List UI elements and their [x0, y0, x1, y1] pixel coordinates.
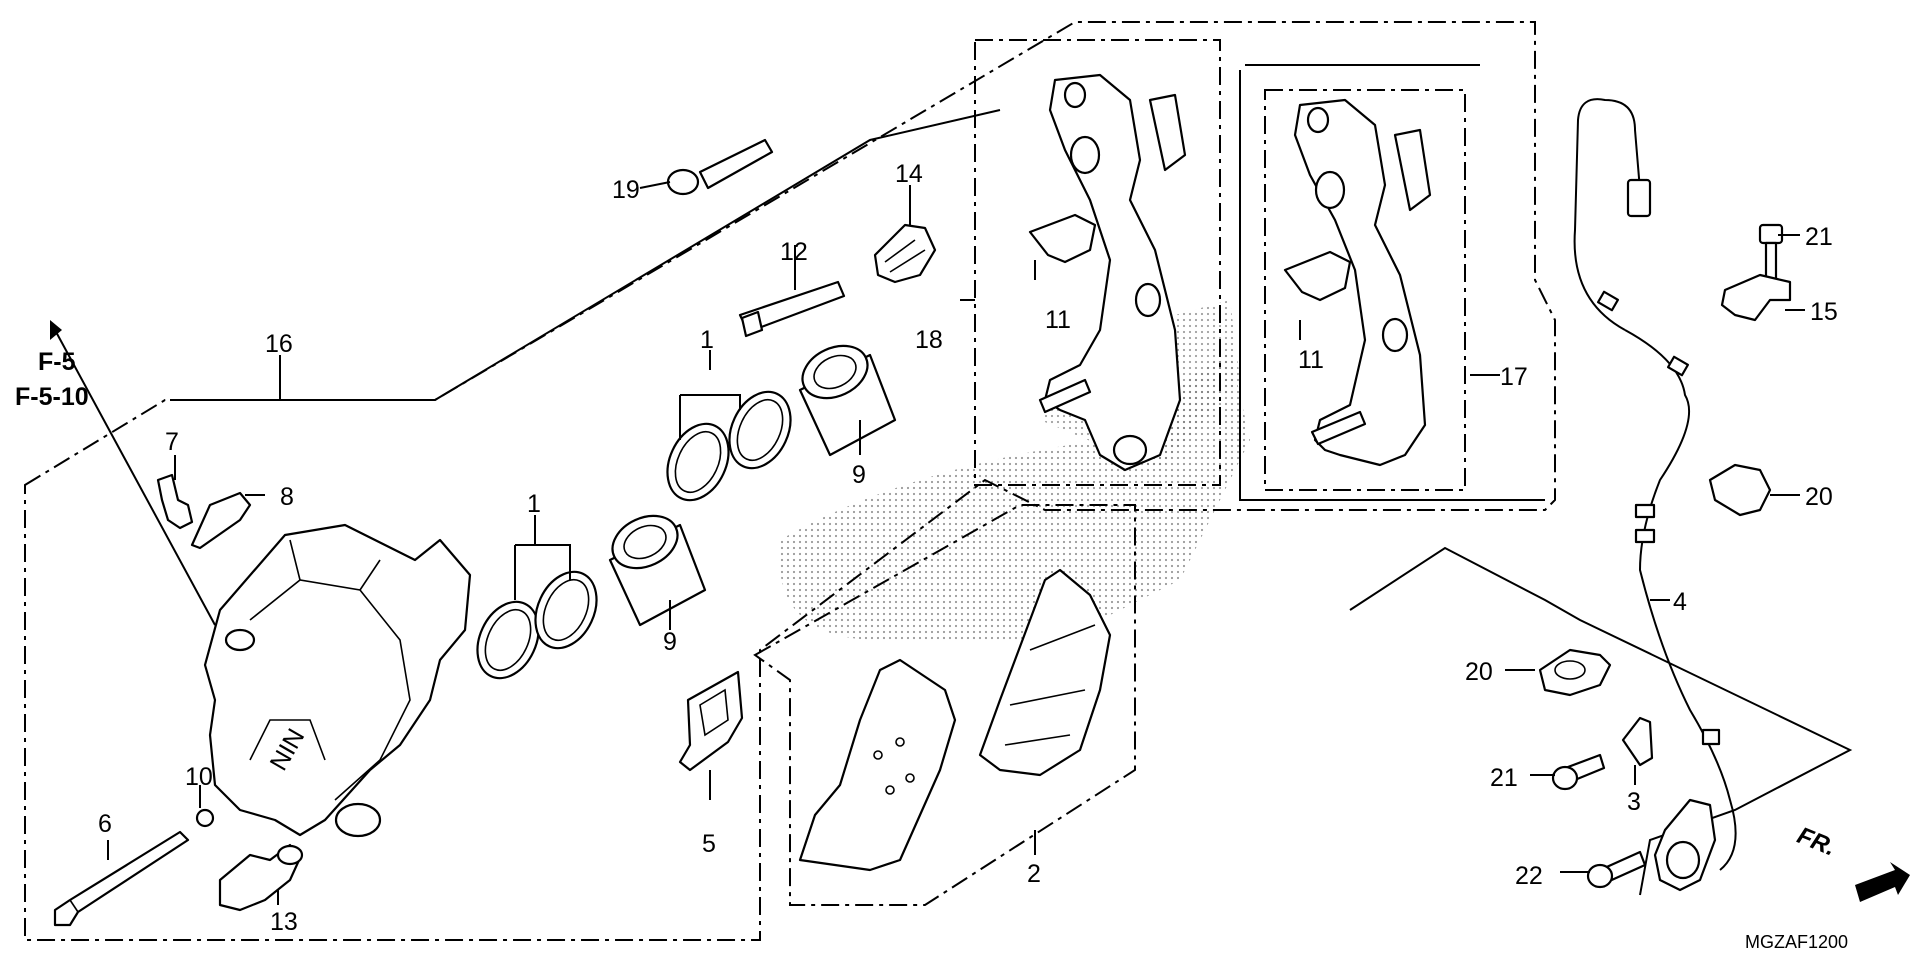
washer — [195, 808, 215, 828]
callout-8: 8 — [280, 483, 294, 511]
reference-label-2: F-5-10 — [15, 383, 89, 411]
pad-retainer — [678, 670, 744, 772]
callout-9-upper: 9 — [852, 461, 866, 489]
sensor-outline — [1349, 546, 1853, 896]
callout-12: 12 — [780, 238, 808, 266]
reference-label-1: F-5 — [38, 348, 76, 376]
wire-grommet-lower — [1538, 648, 1612, 697]
callout-6: 6 — [98, 810, 112, 838]
slide-pin — [738, 280, 846, 338]
piston-right — [798, 344, 897, 457]
caliper-bracket — [1038, 73, 1187, 472]
callout-21-upper: 21 — [1805, 223, 1833, 251]
callout-3: 3 — [1627, 788, 1641, 816]
piston-left — [608, 514, 707, 627]
pin-bolt — [53, 830, 190, 927]
bracket-box-18 — [960, 39, 1221, 486]
pin-boot — [873, 223, 937, 284]
direction-label: FR. — [1793, 822, 1839, 862]
leader-lines — [107, 181, 1805, 905]
abs-sensor — [1653, 798, 1717, 892]
front-arrow-icon: FR. — [1793, 822, 1910, 902]
bleeder-valve — [156, 473, 194, 530]
callout-1-lower: 1 — [527, 490, 541, 518]
pad-spring-lower — [1283, 250, 1352, 302]
reference-block: F-5 F-5-10 — [15, 348, 89, 411]
callout-9-lower: 9 — [663, 628, 677, 656]
sensor-wire — [1573, 98, 1737, 871]
reference-arrow — [50, 320, 216, 626]
caliper-pin — [218, 843, 304, 912]
pad-spring-upper — [1028, 213, 1097, 264]
callout-13: 13 — [270, 908, 298, 936]
diagram-code: MGZAF1200 — [1745, 932, 1848, 952]
wire-grommet-upper — [1708, 463, 1772, 517]
bracket-bolt — [666, 138, 774, 196]
callout-19: 19 — [612, 176, 640, 204]
callouts: 16 1 1 9 9 12 14 19 18 11 11 17 7 8 6 10… — [98, 160, 1838, 936]
callout-20-lower: 20 — [1465, 658, 1493, 686]
caliper-bracket-alt — [1293, 98, 1432, 467]
callout-14: 14 — [895, 160, 923, 188]
brake-pad-front — [978, 568, 1112, 777]
brake-pad-rear — [798, 658, 957, 872]
callout-21-lower: 21 — [1490, 764, 1518, 792]
callout-11-upper: 11 — [1045, 306, 1071, 334]
caliper-assembly-outline — [24, 21, 1556, 941]
sensor-bolt — [1586, 850, 1647, 889]
piston-seals-right — [666, 390, 792, 502]
callout-1-upper: 1 — [700, 326, 714, 354]
callout-15: 15 — [1810, 298, 1838, 326]
callout-5: 5 — [702, 830, 716, 858]
callout-18: 18 — [915, 326, 943, 354]
callout-4: 4 — [1673, 588, 1687, 616]
callout-16: 16 — [265, 330, 293, 358]
callout-20-upper: 20 — [1805, 483, 1833, 511]
bracket-box-17 — [1239, 64, 1545, 501]
caliper-body: NIN — [203, 523, 472, 838]
callout-7: 7 — [165, 428, 179, 456]
callout-10: 10 — [185, 763, 213, 791]
bleeder-cap — [190, 491, 252, 550]
wire-clamp — [1720, 273, 1792, 322]
callout-11-lower: 11 — [1298, 346, 1324, 374]
callout-22: 22 — [1515, 862, 1543, 890]
wire-clip — [1621, 716, 1654, 767]
callout-2: 2 — [1027, 860, 1041, 888]
pad-box-2 — [753, 504, 1136, 906]
callout-17: 17 — [1500, 363, 1528, 391]
bolt-lower — [1551, 753, 1606, 791]
piston-seals-left — [476, 570, 598, 680]
